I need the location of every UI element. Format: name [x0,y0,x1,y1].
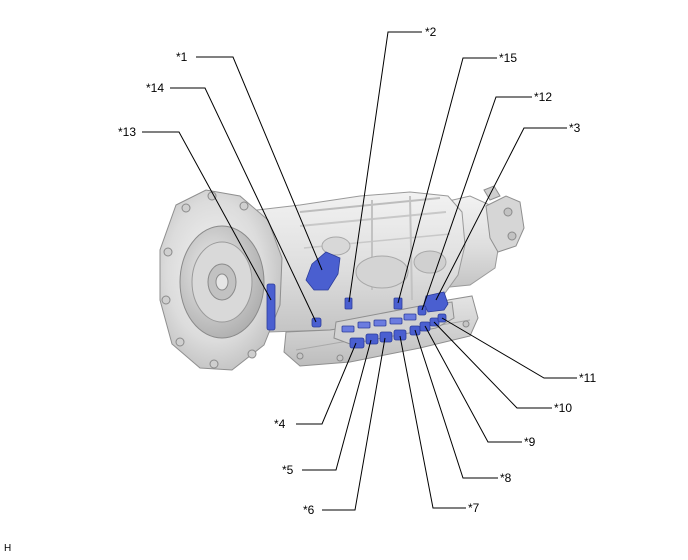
callout-14-label: *14 [146,81,164,95]
part-6 [379,331,393,343]
bell-flange-bolts [161,191,257,369]
callout-11-label: *11 [579,371,596,385]
leader-5 [302,339,372,471]
part-12 [417,305,427,316]
callout-9-label: *9 [524,435,536,449]
part-15 [393,297,403,310]
leader-10 [433,321,552,409]
leader-1 [196,56,323,271]
callout-2-label: *2 [425,25,437,39]
callout-7-label: *7 [468,501,480,515]
leader-8 [414,329,498,479]
leader-13 [142,131,272,301]
leader-2 [348,31,422,303]
callout-6-label: *6 [303,503,315,517]
figure-code: H [4,543,12,554]
part-14 [311,317,322,328]
leader-14 [170,87,317,323]
leader-lines [142,31,577,511]
leader-11 [441,317,577,379]
callout-15-label: *15 [499,51,517,65]
callout-12-label: *12 [534,90,552,104]
callout-5-label: *5 [282,463,294,477]
highlighted-parts [266,251,449,349]
callout-3-label: *3 [569,121,581,135]
part-7 [393,329,407,341]
callout-1-label: *1 [176,50,188,64]
leader-3 [435,127,567,301]
part-13 [266,283,276,331]
part-4 [349,337,365,349]
leader-4 [296,342,357,425]
leader-6 [322,337,386,511]
callout-labels: *1 *2 *3 *4 *5 *6 *7 *8 *9 *10 *11 *12 *… [118,25,596,517]
transmission-body [159,185,525,371]
callout-8-label: *8 [500,471,512,485]
callout-13-label: *13 [118,125,136,139]
part-2 [344,297,353,310]
leader-9 [424,325,522,443]
callout-4-label: *4 [274,417,286,431]
leader-15 [397,57,497,304]
part-1 [305,251,341,291]
leader-7 [399,335,466,509]
callout-10-label: *10 [554,401,572,415]
leader-12 [421,96,532,311]
part-5 [365,333,379,345]
